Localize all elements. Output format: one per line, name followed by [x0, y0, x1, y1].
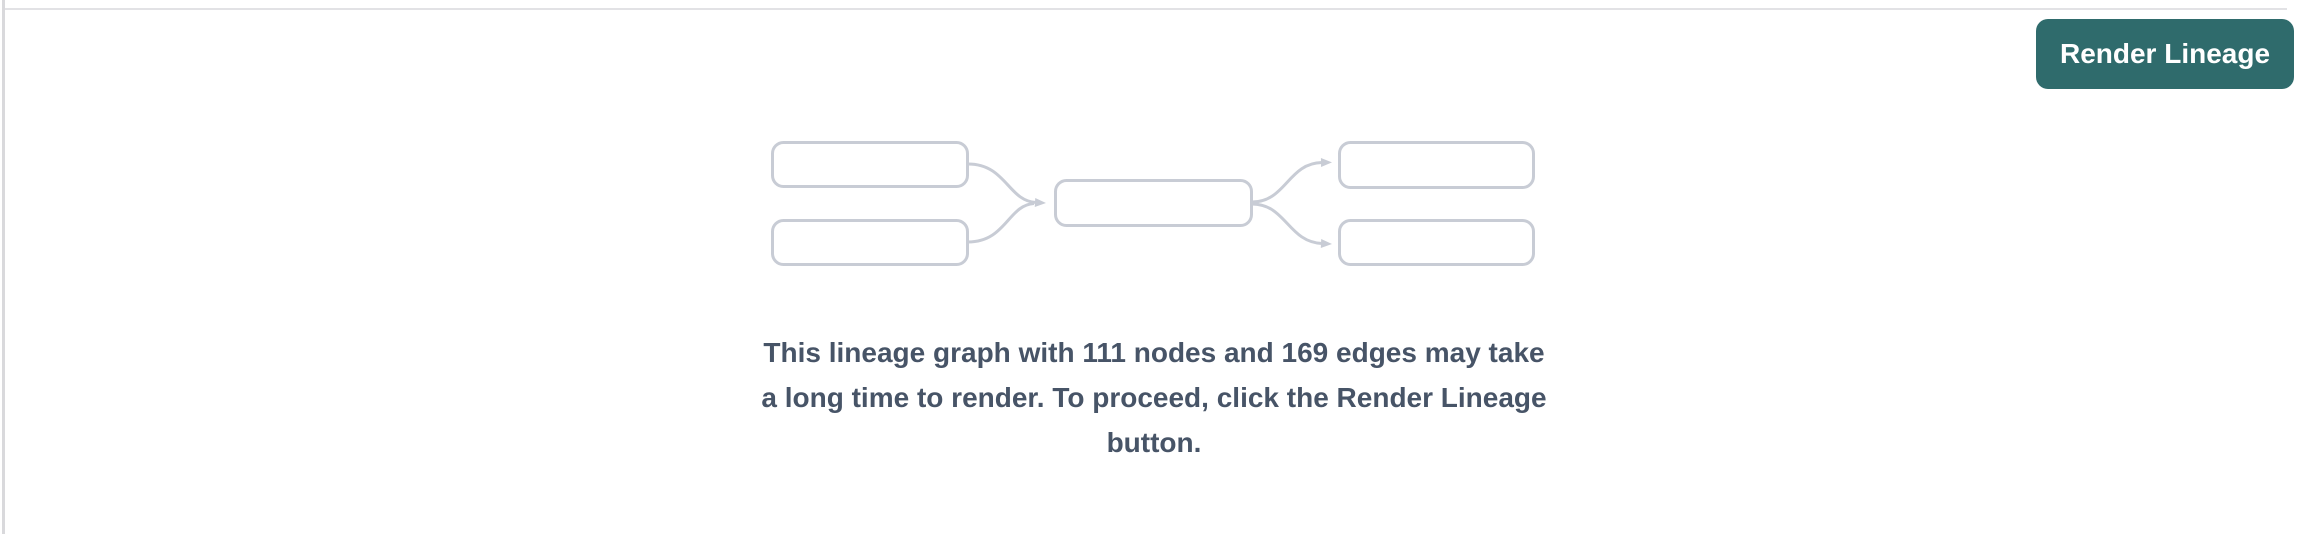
message-line-1: This lineage graph with 111 nodes and 16…	[763, 337, 1545, 368]
message-line-3: button.	[1106, 427, 1202, 458]
graph-edge-right-bottom	[1251, 202, 1332, 248]
graph-edge-left-bottom	[967, 202, 1035, 244]
lineage-graph-illustration	[771, 141, 1535, 266]
panel-top-border	[5, 8, 2287, 10]
graph-node-right-top	[1338, 141, 1535, 189]
render-warning-message: This lineage graph with 111 nodes and 16…	[0, 330, 2308, 465]
message-line-2: a long time to render. To proceed, click…	[761, 382, 1547, 413]
graph-node-center	[1054, 179, 1253, 227]
graph-node-left-top	[771, 141, 969, 188]
graph-edge-right-top	[1251, 158, 1332, 204]
graph-edge-left-top	[967, 162, 1046, 207]
graph-node-right-bottom	[1338, 219, 1535, 266]
graph-node-left-bottom	[771, 219, 969, 266]
render-lineage-button[interactable]: Render Lineage	[2036, 19, 2294, 89]
panel-left-border	[2, 0, 5, 534]
